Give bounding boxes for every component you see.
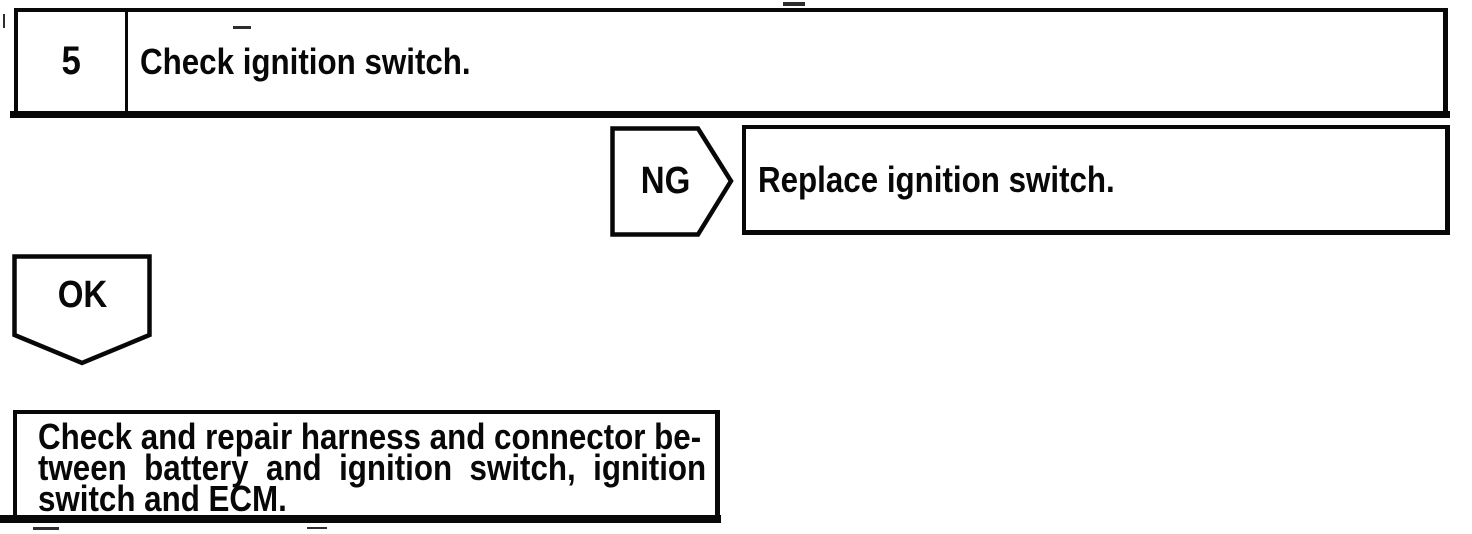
step-title-cell: Check ignition switch.	[128, 12, 1443, 111]
result-line-3: switch and ECM.	[38, 478, 287, 519]
result-box-bottom-rule	[0, 515, 721, 523]
scan-artifact	[233, 26, 251, 29]
step-box: 5 Check ignition switch.	[14, 8, 1448, 111]
result-line-1: Check and repair harness and connector b…	[38, 416, 702, 457]
result-line-2: tween battery and ignition switch, ignit…	[38, 447, 707, 488]
ok-connector-label: OK	[57, 274, 107, 316]
ng-connector: NG	[610, 126, 734, 235]
scan-artifact	[3, 14, 5, 28]
ok-result-box: Check and repair harness and connector b…	[13, 410, 720, 519]
ok-pentagon-icon	[12, 254, 152, 366]
ng-pentagon-outline	[610, 126, 734, 237]
ng-action-box: Replace ignition switch.	[742, 125, 1450, 235]
horizontal-rule	[10, 111, 1450, 118]
scan-artifact	[33, 527, 59, 530]
step-number: 5	[61, 39, 82, 83]
ok-connector: OK	[12, 254, 152, 336]
ng-action-text: Replace ignition switch.	[758, 158, 1115, 200]
step-number-cell: 5	[18, 12, 128, 111]
ng-pentagon-icon	[610, 126, 734, 237]
step-title: Check ignition switch.	[140, 40, 471, 82]
ok-pentagon-outline	[12, 254, 152, 366]
ng-connector-label: NG	[640, 159, 690, 202]
scan-artifact	[307, 527, 327, 529]
scan-artifact	[783, 2, 805, 6]
